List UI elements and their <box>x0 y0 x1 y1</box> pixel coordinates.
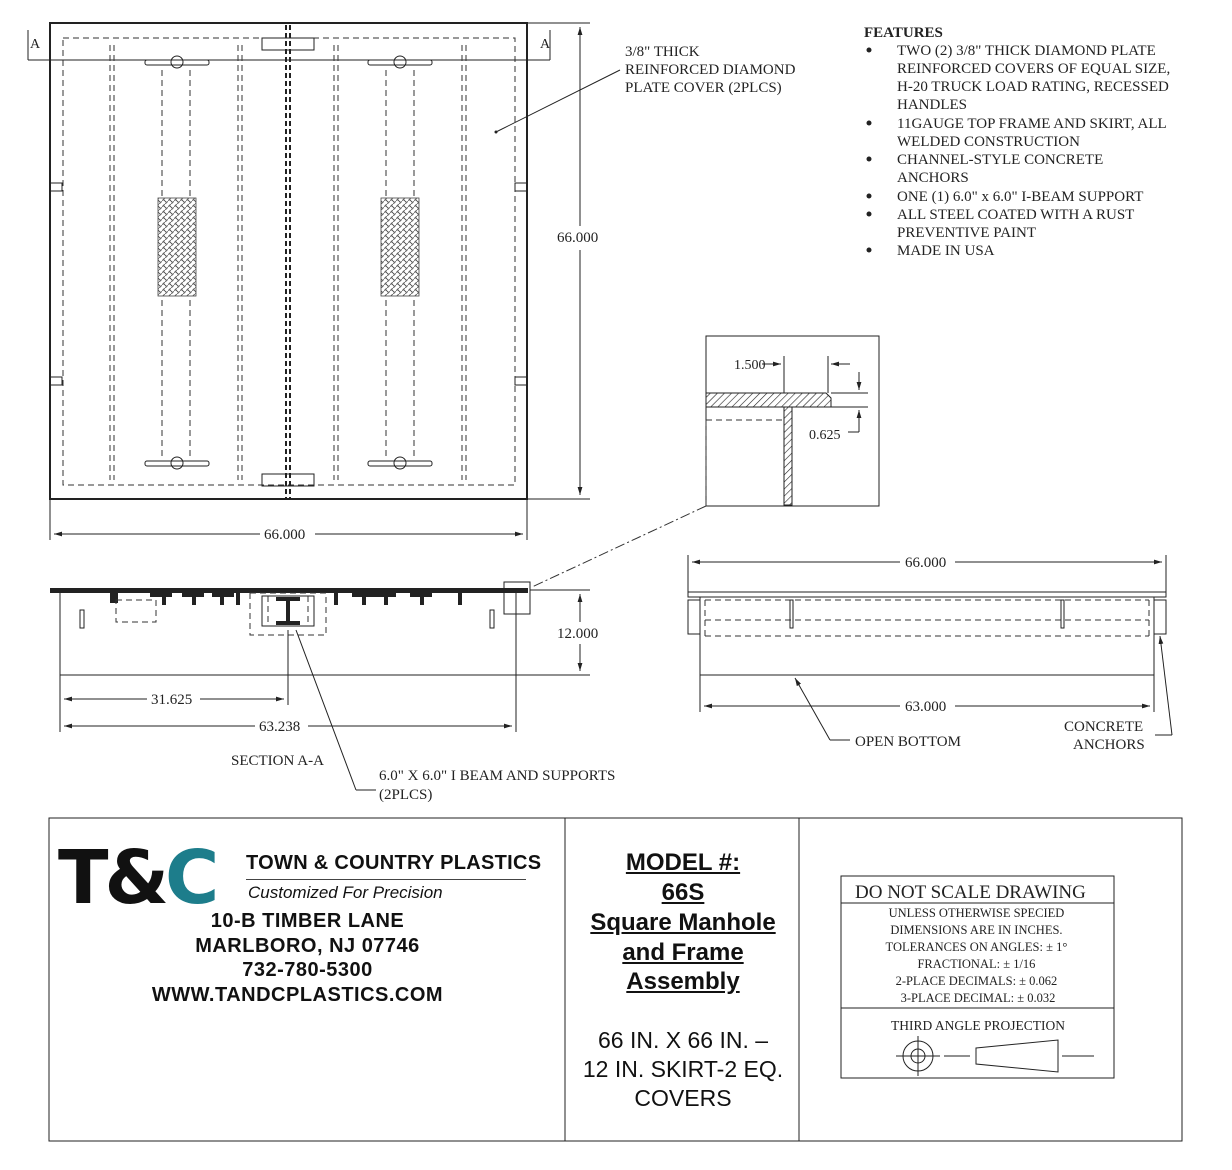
bullet <box>866 156 872 162</box>
model-label: MODEL #: <box>625 849 741 876</box>
model-desc-1: 66 IN. X 66 IN. – <box>597 1027 769 1053</box>
frame-top <box>687 591 1167 598</box>
feature-item: ONE (1) 6.0" x 6.0" I-BEAM SUPPORT <box>897 189 1143 205</box>
section-view: 12.000 31.625 63.238 SECTION A-A 6.0" X … <box>50 581 619 803</box>
feature-item: CHANNEL-STYLE CONCRETE ANCHORS <box>897 152 1107 186</box>
detail-view: 1.500 0.625 <box>531 335 880 588</box>
diamond-plate-pattern-left <box>157 197 197 297</box>
company-name: TOWN & COUNTRY PLASTICS <box>246 852 542 874</box>
anchor-right <box>1153 599 1167 635</box>
detail-marker <box>503 581 531 615</box>
address-line-2: MARLBORO, NJ 07746 <box>195 935 420 957</box>
logo-divider <box>246 879 526 880</box>
dim-flange: 1.500 <box>734 358 766 373</box>
feature-item: MADE IN USA <box>897 243 995 259</box>
tolerance-notes: UNLESS OTHERWISE SPECIED DIMENSIONS ARE … <box>886 906 1071 1005</box>
company-logo: T&C <box>58 835 219 921</box>
section-marker-left: A <box>30 37 41 52</box>
model-name-1: Square Manhole <box>590 909 776 936</box>
bullet <box>866 211 872 217</box>
dim-thickness: 0.625 <box>809 428 841 443</box>
section-title: SECTION A-A <box>231 753 324 769</box>
side-view: 66.000 63.000 OPEN BOTTOM CONCRETE ANCHO… <box>687 555 1173 753</box>
model-name-3: Assembly <box>626 968 740 995</box>
bullet <box>866 120 872 126</box>
feature-item: 11GAUGE TOP FRAME AND SKIRT, ALL WELDED … <box>897 116 1170 150</box>
features-list: FEATURES TWO (2) 3/8" THICK DIAMOND PLAT… <box>864 25 1174 259</box>
recessed-handles <box>144 55 433 470</box>
projection-label: THIRD ANGLE PROJECTION <box>891 1018 1065 1033</box>
dim-height: 66.000 <box>557 230 598 246</box>
cover-callout: 3/8" THICK REINFORCED DIAMOND PLATE COVE… <box>625 44 799 96</box>
company-tagline: Customized For Precision <box>248 883 443 902</box>
bullet <box>866 47 872 53</box>
dim-width: 66.000 <box>264 527 305 543</box>
model-name-2: and Frame <box>622 939 744 966</box>
frame-outline <box>49 22 528 500</box>
beam-callout: 6.0" X 6.0" I BEAM AND SUPPORTS (2PLCS) <box>379 768 619 803</box>
third-angle-projection-icon <box>896 1036 1094 1076</box>
top-view: A A <box>27 22 799 543</box>
phone: 732-780-5300 <box>242 959 373 981</box>
model-desc-3: COVERS <box>634 1085 732 1111</box>
features-heading: FEATURES <box>864 25 943 41</box>
open-bottom-label: OPEN BOTTOM <box>855 734 961 750</box>
bullet <box>866 193 872 199</box>
dim-top: 66.000 <box>905 555 946 571</box>
tolerance-box <box>840 875 1115 1079</box>
model-desc-2: 12 IN. SKIRT-2 EQ. <box>582 1056 784 1082</box>
website: WWW.TANDCPLASTICS.COM <box>151 984 444 1006</box>
model-number: 66S <box>661 879 705 906</box>
diamond-plate-pattern-right <box>380 197 420 297</box>
anchor-left <box>687 599 701 635</box>
cover-plate <box>50 588 528 593</box>
dim-inner: 63.238 <box>259 719 300 735</box>
dim-bottom: 63.000 <box>905 699 946 715</box>
anchors-label: CONCRETE ANCHORS <box>1064 719 1147 753</box>
beam-web-section <box>783 406 793 506</box>
dim-depth: 12.000 <box>557 626 598 642</box>
title-block-frame: DO NOT SCALE DRAWING UNLESS OTHERWISE SP… <box>48 817 1183 1142</box>
feature-item: TWO (2) 3/8" THICK DIAMOND PLATE REINFOR… <box>897 43 1174 113</box>
cover-plate-section <box>705 392 832 408</box>
dim-half: 31.625 <box>151 692 192 708</box>
address-line-1: 10-B TIMBER LANE <box>210 910 405 932</box>
feature-item: ALL STEEL COATED WITH A RUST PREVENTIVE … <box>897 207 1138 241</box>
scale-note: DO NOT SCALE DRAWING <box>855 882 1086 903</box>
bullet <box>866 247 872 253</box>
section-marker-right: A <box>540 37 551 52</box>
